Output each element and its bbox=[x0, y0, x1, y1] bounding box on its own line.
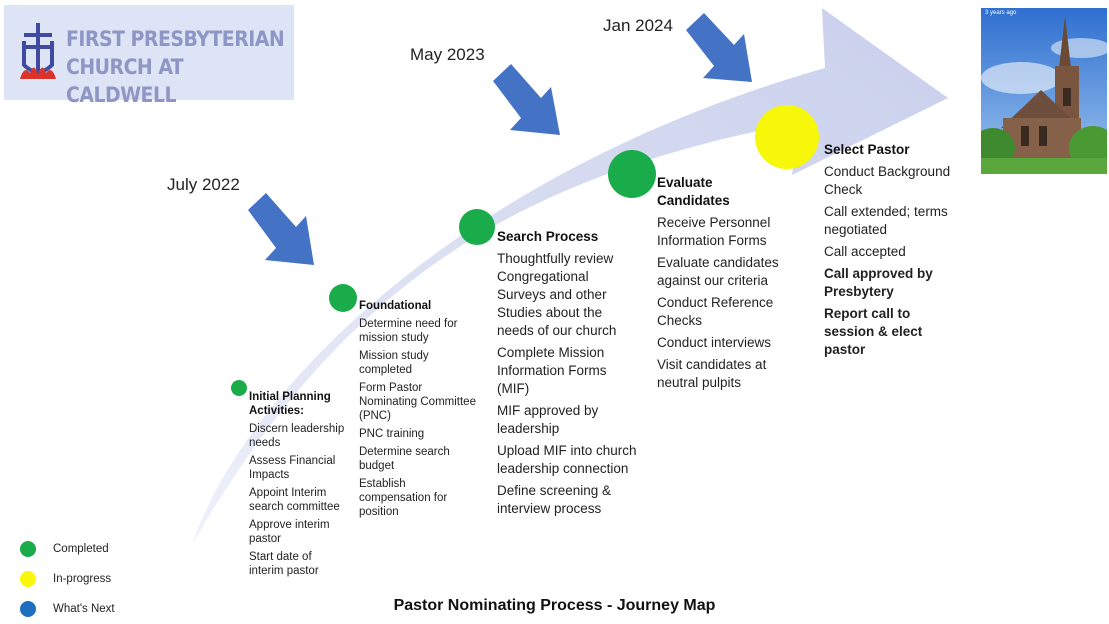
milestones bbox=[231, 105, 819, 396]
stage-item: Conduct Reference Checks bbox=[657, 295, 774, 328]
date-arrow-may-2023 bbox=[493, 64, 560, 135]
stage-item: Call accepted bbox=[824, 244, 906, 259]
milestone-initial-planning bbox=[231, 380, 247, 396]
milestone-evaluate-candidates bbox=[608, 150, 656, 198]
journey-arrow bbox=[192, 8, 948, 545]
stage-item: Determine need for mission study bbox=[359, 318, 458, 344]
legend-item-in-progress: In-progress bbox=[20, 564, 115, 594]
date-arrow-july-2022 bbox=[248, 193, 314, 265]
legend-dot-completed bbox=[20, 541, 36, 557]
legend-item-completed: Completed bbox=[20, 534, 115, 564]
stage-item: Conduct interviews bbox=[657, 335, 772, 350]
date-label-may-2023: May 2023 bbox=[410, 45, 485, 64]
stage-select-pastor: Select Pastor Conduct Background Check C… bbox=[824, 141, 956, 363]
stage-item: Form Pastor Nominating Committee (PNC) bbox=[359, 382, 476, 422]
date-arrow-jan-2024 bbox=[686, 13, 752, 82]
stage-item: Upload MIF into church leadership connec… bbox=[497, 443, 637, 476]
stage-item: Call approved by Presbytery bbox=[824, 266, 933, 299]
stage-item: Call extended; terms negotiated bbox=[824, 204, 948, 237]
milestone-foundational bbox=[329, 284, 357, 312]
stage-item: Assess Financial Impacts bbox=[249, 455, 336, 481]
stage-evaluate-candidates: Evaluate Candidates Receive Personnel In… bbox=[657, 174, 797, 396]
legend-item-whats-next: What's Next bbox=[20, 594, 115, 624]
legend: Completed In-progress What's Next bbox=[20, 534, 115, 624]
logo-line-1: FIRST PRESBYTERIAN bbox=[66, 27, 285, 51]
stage-title: Foundational bbox=[359, 300, 432, 312]
stage-item: Approve interim pastor bbox=[249, 519, 330, 545]
diagram-title: Pastor Nominating Process - Journey Map bbox=[393, 597, 716, 614]
date-label-jan-2024: Jan 2024 bbox=[603, 16, 673, 35]
stage-item: Establish compensation for position bbox=[359, 478, 448, 518]
stage-item: Conduct Background Check bbox=[824, 164, 951, 197]
legend-dot-whats-next bbox=[20, 601, 36, 617]
stage-item: Evaluate candidates against our criteria bbox=[657, 255, 779, 288]
stage-item: Report call to session & elect pastor bbox=[824, 306, 923, 357]
stage-title: Select Pastor bbox=[824, 142, 910, 157]
stage-item: Mission study completed bbox=[359, 350, 429, 376]
date-arrows bbox=[248, 13, 752, 265]
stage-item: Determine search budget bbox=[359, 446, 450, 472]
legend-label: Completed bbox=[53, 543, 109, 555]
stage-item: PNC training bbox=[359, 428, 425, 440]
stage-item: Complete Mission Information Forms (MIF) bbox=[497, 345, 607, 396]
stage-title: Search Process bbox=[497, 229, 599, 244]
milestone-select-pastor bbox=[755, 105, 819, 169]
logo-wordmark: FIRST PRESBYTERIAN CHURCH AT CALDWELL bbox=[66, 25, 291, 109]
stage-initial-planning: Initial Planning Activities: Discern lea… bbox=[249, 390, 349, 582]
photo-caption: 3 years ago bbox=[985, 10, 1017, 16]
stage-search-process: Search Process Thoughtfully review Congr… bbox=[497, 228, 637, 522]
stage-item: Define screening & interview process bbox=[497, 483, 612, 516]
stage-item: Discern leadership needs bbox=[249, 423, 345, 449]
stage-item: Appoint Interim search committee bbox=[249, 487, 340, 513]
stage-foundational: Foundational Determine need for mission … bbox=[359, 299, 477, 523]
legend-label: In-progress bbox=[53, 573, 112, 585]
stage-title: Initial Planning Activities: bbox=[249, 391, 331, 417]
stage-item: Receive Personnel Information Forms bbox=[657, 215, 771, 248]
church-photo bbox=[981, 8, 1107, 174]
church-logo: FIRST PRESBYTERIAN CHURCH AT CALDWELL bbox=[4, 5, 294, 107]
milestone-search-process bbox=[459, 209, 495, 245]
stage-item: Thoughtfully review Congregational Surve… bbox=[497, 251, 617, 338]
stage-item: Start date of interim pastor bbox=[249, 551, 319, 577]
logo-line-2: CHURCH AT CALDWELL bbox=[66, 55, 184, 107]
date-label-july-2022: July 2022 bbox=[167, 175, 240, 194]
legend-dot-in-progress bbox=[20, 571, 36, 587]
legend-label: What's Next bbox=[53, 603, 115, 615]
stage-item: MIF approved by leadership bbox=[497, 403, 599, 436]
stage-item: Visit candidates at neutral pulpits bbox=[657, 357, 767, 390]
presbyterian-seal-icon bbox=[20, 23, 56, 79]
stage-title: Evaluate Candidates bbox=[657, 175, 730, 208]
